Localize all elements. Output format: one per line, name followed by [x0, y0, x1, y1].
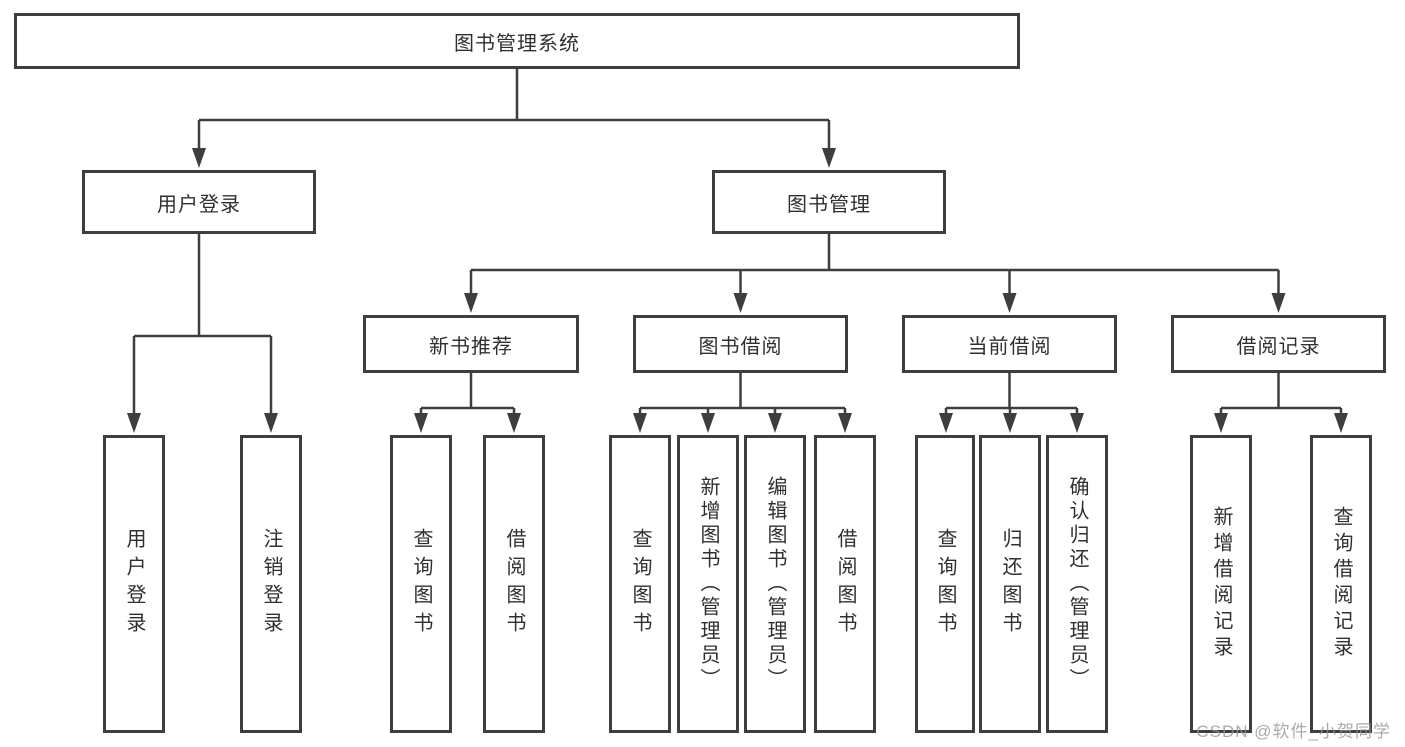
leaf-confirm-return-admin: 确认归还（管理员） — [1046, 435, 1108, 733]
node-label: 图书管理 — [787, 193, 871, 216]
arrowhead-icons — [127, 148, 1348, 433]
leaf-query-borrow-record: 查询借阅记录 — [1310, 435, 1372, 733]
node-label: 查询图书 — [410, 528, 432, 640]
leaf-return-books: 归还图书 — [979, 435, 1041, 733]
node-label: 新增借阅记录 — [1210, 506, 1232, 662]
leaf-query-books-borrow: 查询图书 — [609, 435, 671, 733]
node-label: 借阅图书 — [503, 528, 525, 640]
node-label: 图书借阅 — [698, 335, 783, 358]
node-label: 用户登录 — [157, 193, 241, 216]
node-borrow-records: 借阅记录 — [1171, 315, 1386, 373]
node-new-book-recommend: 新书推荐 — [363, 315, 579, 373]
leaf-add-books-admin: 新增图书（管理员） — [677, 435, 739, 733]
node-label: 新增图书（管理员） — [697, 476, 719, 692]
node-label: 归还图书 — [999, 528, 1021, 640]
leaf-borrow-books-recommend: 借阅图书 — [483, 435, 545, 733]
leaf-user-login: 用户登录 — [103, 435, 165, 733]
leaf-query-books-current: 查询图书 — [915, 435, 975, 733]
node-label: 查询图书 — [934, 528, 956, 640]
leaf-logout-login: 注销登录 — [240, 435, 302, 733]
leaf-query-books-recommend: 查询图书 — [390, 435, 452, 733]
node-label: 查询图书 — [629, 528, 651, 640]
leaf-borrow-books-borrow: 借阅图书 — [814, 435, 876, 733]
node-current-borrow: 当前借阅 — [902, 315, 1117, 373]
node-label: 当前借阅 — [967, 335, 1052, 358]
leaf-edit-books-admin: 编辑图书（管理员） — [744, 435, 806, 733]
node-label: 确认归还（管理员） — [1066, 476, 1088, 692]
node-book-borrow: 图书借阅 — [633, 315, 848, 373]
node-label: 查询借阅记录 — [1330, 506, 1352, 662]
leaf-add-borrow-record: 新增借阅记录 — [1190, 435, 1252, 733]
node-label: 图书管理系统 — [454, 32, 580, 55]
node-label: 用户登录 — [123, 528, 145, 640]
node-user-login: 用户登录 — [82, 170, 316, 234]
node-root-library-system: 图书管理系统 — [14, 13, 1020, 69]
node-book-management: 图书管理 — [712, 170, 946, 234]
node-label: 新书推荐 — [429, 335, 513, 358]
csdn-watermark: CSDN @软件_小贺同学 — [1196, 722, 1391, 741]
node-label: 编辑图书（管理员） — [764, 476, 786, 692]
node-label: 注销登录 — [260, 528, 282, 640]
node-label: 借阅图书 — [834, 528, 856, 640]
node-label: 借阅记录 — [1236, 335, 1321, 358]
